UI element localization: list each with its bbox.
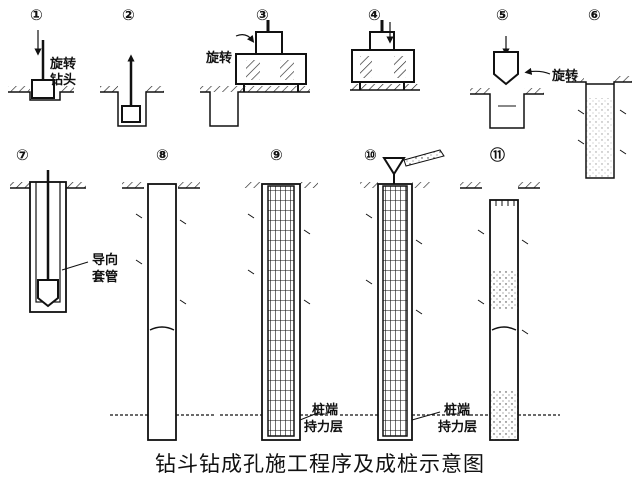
label-rotate: 旋转 xyxy=(205,50,232,66)
step-number: ⑧ xyxy=(156,146,169,164)
step-number: ⑦ xyxy=(16,146,29,164)
label-guide-casing: 导向 套管 xyxy=(91,252,123,285)
rebar-cage xyxy=(267,185,295,437)
step-number: ① xyxy=(30,6,43,24)
step-number: ⑪ xyxy=(490,146,505,164)
figure-caption: 钻斗钻成孔施工程序及成桩示意图 xyxy=(155,452,485,476)
step-9: ⑨ 桩端 持力层 xyxy=(220,146,343,441)
step-3: ③ 旋转 xyxy=(200,6,310,127)
step-number: ⑥ xyxy=(588,6,601,24)
step-number: ④ xyxy=(368,6,381,24)
step-8: ⑧ xyxy=(110,146,214,441)
step-1: ① 旋转 钻头 xyxy=(8,6,81,101)
step-10: ⑩ 桩端 持力层 xyxy=(340,146,477,441)
step-4: ④ xyxy=(350,6,420,91)
step-5: ⑤ 旋转 xyxy=(470,6,578,129)
step-2: ② xyxy=(100,6,164,127)
rebar-cage xyxy=(382,185,408,437)
step-number: ② xyxy=(122,6,135,24)
label-rotate-bit: 旋转 钻头 xyxy=(49,56,81,88)
step-number: ⑩ xyxy=(364,146,377,164)
step-number: ⑤ xyxy=(496,6,509,24)
step-7: ⑦ 导向 套管 xyxy=(10,146,123,313)
drill-bucket xyxy=(121,105,141,123)
step-number: ③ xyxy=(256,6,269,24)
step-number: ⑨ xyxy=(270,146,283,164)
label-bearing-layer: 桩端 持力层 xyxy=(438,402,477,435)
drill-bucket xyxy=(37,279,59,308)
borehole xyxy=(147,183,177,441)
concrete-hopper xyxy=(382,157,406,176)
drill-bucket xyxy=(493,51,519,86)
step-11: ⑪ xyxy=(460,146,560,441)
label-bearing-layer: 桩端 持力层 xyxy=(304,402,343,435)
step-6: ⑥ xyxy=(566,6,632,179)
